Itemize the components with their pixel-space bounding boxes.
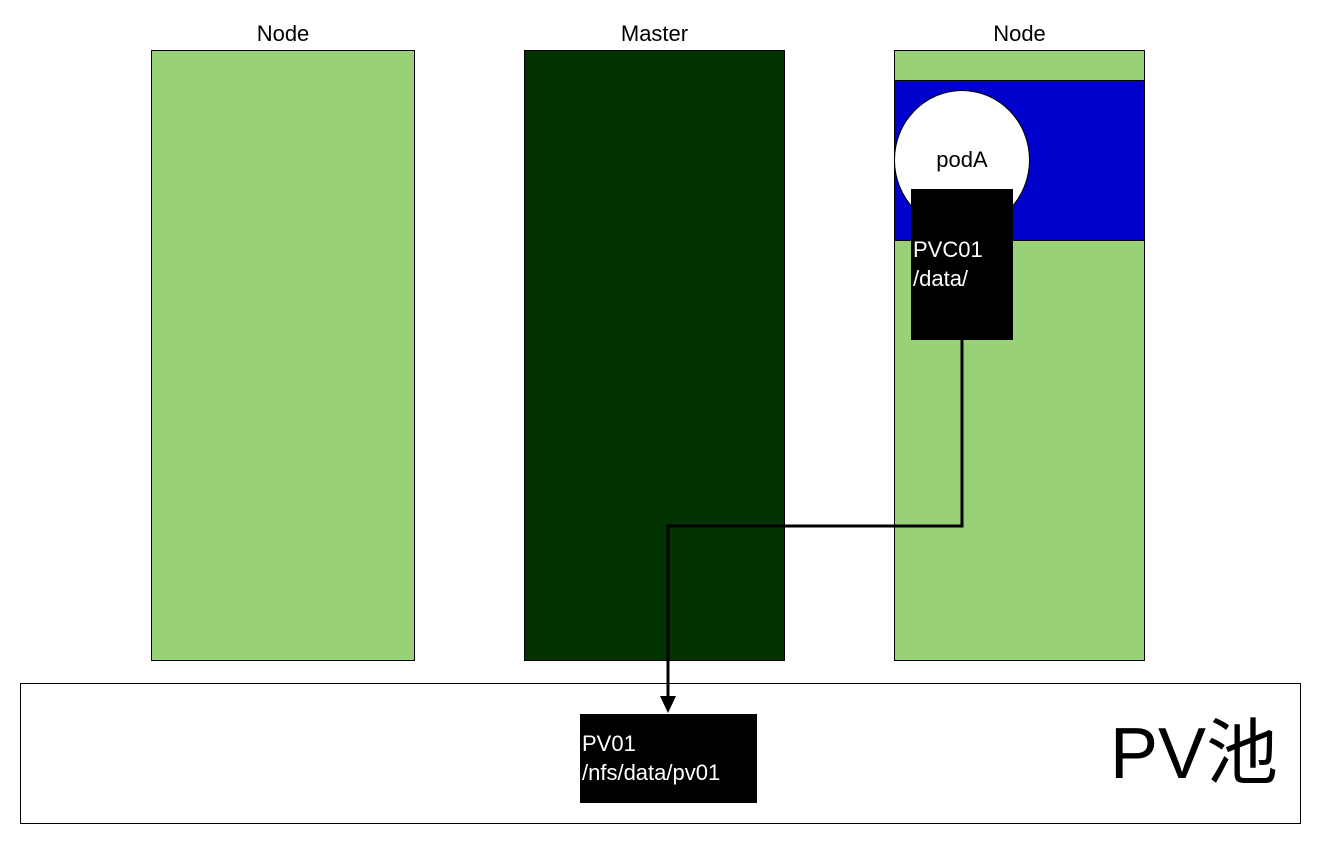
master-box [524,50,785,661]
left-node-box [151,50,415,661]
pv-pool-title: PV池 [1110,714,1279,794]
pv-box: PV01 /nfs/data/pv01 [580,714,757,803]
pvc-name: PVC01 [913,237,983,262]
right-node-title: Node [993,21,1046,46]
master-title: Master [620,21,689,46]
left-node-title: Node [256,21,310,46]
pv-name: PV01 [582,731,636,756]
pv-path: /nfs/data/pv01 [582,760,721,785]
pvc-path: /data/ [913,266,969,291]
pvc-box: PVC01 /data/ [911,189,1013,340]
pod-label: podA [936,147,988,172]
